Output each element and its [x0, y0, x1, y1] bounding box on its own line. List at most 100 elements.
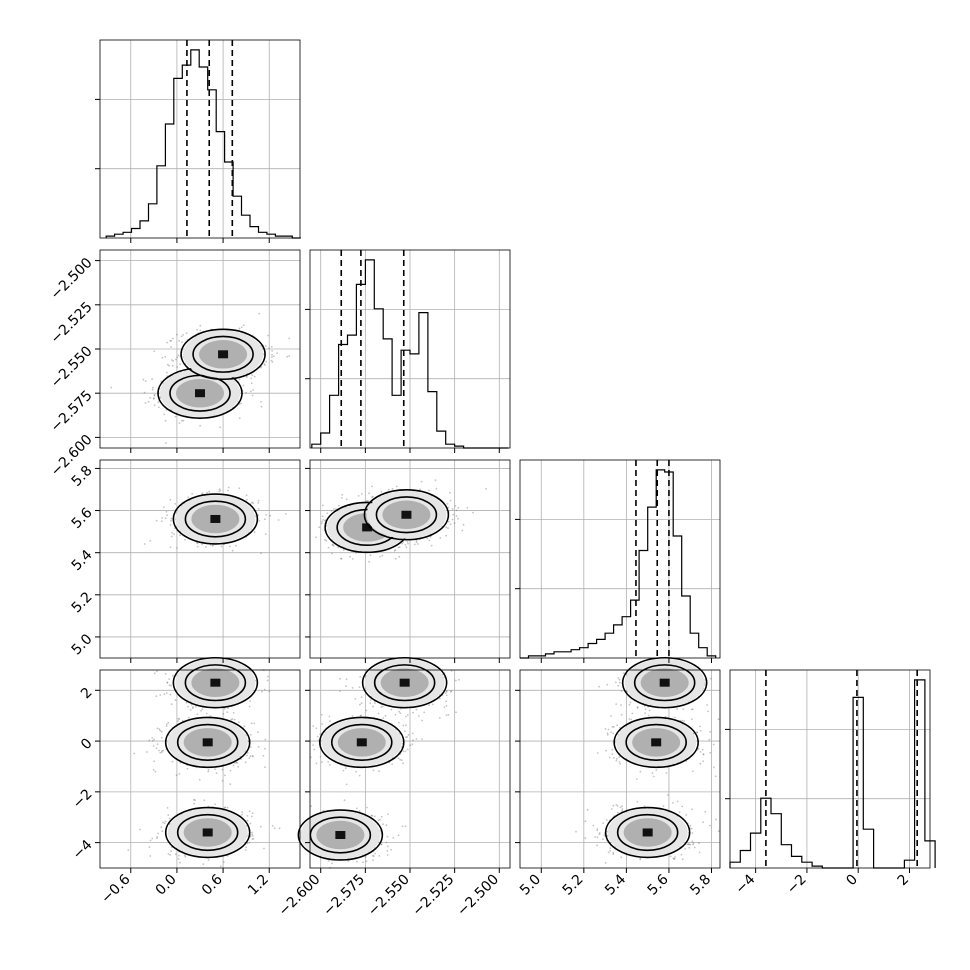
scatter-point — [246, 376, 248, 378]
scatter-point — [397, 757, 400, 760]
scatter-point — [246, 819, 249, 822]
scatter-point — [443, 706, 446, 709]
scatter-point — [233, 718, 236, 721]
scatter-point — [164, 672, 167, 675]
scatter-point — [406, 748, 409, 751]
scatter-point — [327, 760, 330, 763]
scatter-point — [434, 479, 437, 482]
scatter-point — [186, 767, 189, 770]
scatter-point — [452, 513, 455, 516]
scatter-point — [272, 355, 275, 358]
scatter-point — [415, 708, 418, 711]
scatter-point — [206, 491, 209, 494]
scatter-point — [169, 524, 172, 526]
scatter-point — [250, 390, 252, 393]
scatter-point — [208, 490, 211, 493]
scatter-point — [159, 694, 162, 696]
scatter-point — [444, 692, 447, 695]
scatter-point — [450, 690, 452, 693]
scatter-point — [270, 345, 273, 348]
scatter-point — [164, 517, 167, 520]
scatter-point — [199, 329, 202, 332]
scatter-point — [398, 546, 401, 548]
scatter-point — [251, 501, 254, 504]
scatter-point — [152, 769, 155, 771]
scatter-point — [451, 518, 454, 521]
scatter-point — [398, 555, 401, 558]
scatter-point — [372, 705, 374, 708]
scatter-point — [390, 708, 393, 711]
scatter-point — [251, 754, 254, 757]
scatter-point — [271, 361, 274, 363]
scatter-point — [466, 506, 469, 509]
scatter-point — [381, 554, 384, 557]
scatter-point — [249, 755, 252, 758]
scatter-point — [401, 542, 403, 545]
scatter-point — [178, 340, 181, 342]
scatter-point — [402, 762, 404, 765]
scatter-point — [374, 702, 376, 704]
scatter-point — [277, 519, 280, 521]
scatter-point — [155, 519, 158, 522]
scatter-point — [409, 744, 412, 747]
scatter-point — [196, 328, 198, 331]
scatter-point — [268, 690, 271, 693]
scatter-point — [205, 546, 207, 548]
scatter-point — [238, 721, 240, 723]
scatter-point — [127, 849, 130, 851]
scatter-point — [449, 491, 451, 494]
scatter-point — [447, 527, 449, 529]
scatter-point — [168, 678, 171, 680]
scatter-point — [402, 750, 405, 753]
scatter-point — [321, 723, 323, 725]
scatter-point — [325, 539, 328, 542]
scatter-point — [344, 767, 347, 770]
scatter-point — [447, 714, 450, 716]
scatter-point — [315, 727, 318, 730]
scatter-point — [313, 748, 316, 751]
scatter-point — [251, 812, 254, 814]
scatter-point — [398, 710, 400, 713]
scatter-point — [178, 773, 181, 775]
scatter-point — [405, 715, 407, 718]
scatter-point — [165, 723, 168, 726]
scatter-point — [381, 705, 384, 708]
scatter-point — [349, 555, 351, 558]
scatter-point — [166, 371, 168, 374]
contour-outer — [172, 493, 259, 545]
scatter-point — [238, 327, 241, 330]
scatter-point — [252, 502, 255, 505]
scatter-point — [184, 855, 187, 858]
scatter-point — [173, 533, 176, 535]
scatter-point — [171, 337, 174, 340]
scatter-point — [170, 535, 173, 538]
scatter-point — [360, 492, 363, 495]
scatter-point — [288, 355, 290, 357]
scatter-point — [187, 705, 190, 708]
scatter-point — [170, 345, 172, 348]
scatter-point — [253, 722, 256, 725]
scatter-point — [179, 363, 182, 366]
scatter-point — [149, 855, 152, 857]
scatter-point — [201, 543, 203, 546]
scatter-point — [423, 711, 426, 714]
scatter-point — [167, 721, 170, 724]
scatter-point — [340, 557, 342, 560]
scatter-point — [193, 802, 196, 805]
scatter-point — [238, 417, 241, 420]
scatter-point — [248, 705, 251, 708]
scatter-point — [162, 821, 164, 824]
scatter-point — [226, 806, 229, 809]
scatter-point — [153, 760, 156, 763]
scatter-point — [324, 538, 326, 541]
scatter-point — [170, 519, 172, 522]
scatter-point — [218, 490, 221, 493]
scatter-point — [205, 712, 208, 715]
scatter-point — [404, 543, 407, 546]
scatter-point — [365, 500, 368, 502]
scatter-point — [182, 419, 185, 422]
scatter-point — [394, 557, 397, 560]
scatter-point — [156, 670, 158, 673]
scatter-point — [231, 549, 234, 552]
